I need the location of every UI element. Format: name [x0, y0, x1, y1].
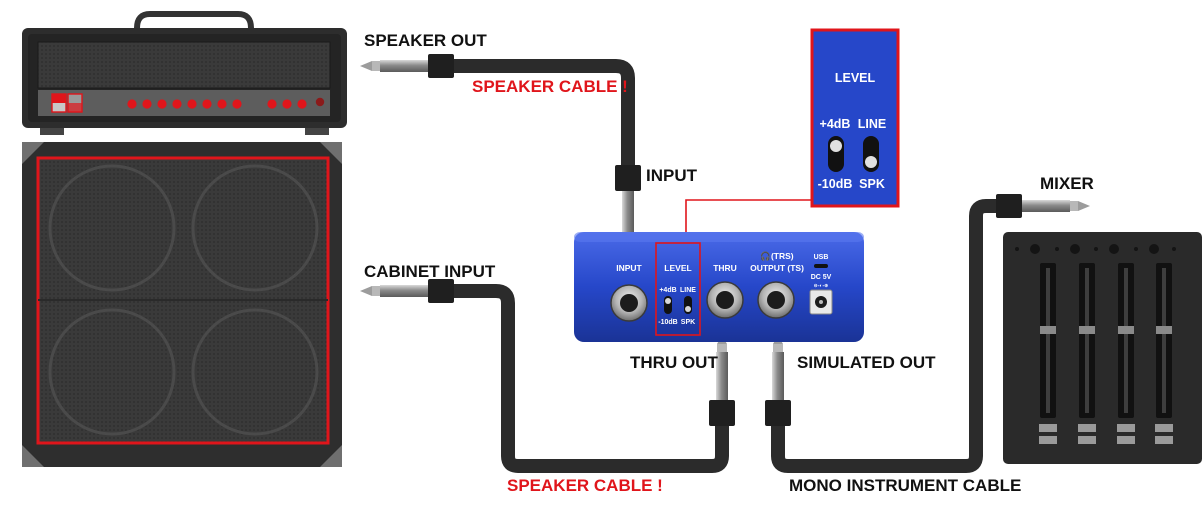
label-speaker-cable-bottom: SPEAKER CABLE !	[507, 476, 663, 495]
mixer-plug	[996, 194, 1090, 218]
pedal-minus10db: -10dB	[658, 319, 677, 326]
label-speaker-cable-top: SPEAKER CABLE !	[472, 77, 628, 96]
thru-out-plug	[709, 335, 735, 426]
pedal-output-top: 🎧(TRS)	[760, 251, 793, 261]
label-mono-instrument-cable: MONO INSTRUMENT CABLE	[789, 476, 1021, 495]
pedal-level-label: LEVEL	[664, 263, 691, 273]
speaker-cable-top	[452, 59, 635, 170]
speaker-cable-bottom	[450, 284, 729, 473]
label-mixer: MIXER	[1040, 174, 1094, 193]
inset-minus10db: -10dB	[818, 177, 853, 191]
pedal-dc-polarity: ⊖-◐-⊕	[814, 283, 829, 289]
label-input: INPUT	[646, 166, 698, 185]
simulated-out-plug	[765, 335, 791, 426]
pedal-dc-label: DC 5V	[811, 274, 832, 281]
pedal-input-label: INPUT	[616, 263, 642, 273]
label-speaker-out: SPEAKER OUT	[364, 31, 487, 50]
label-cabinet-input: CABINET INPUT	[364, 262, 496, 281]
amp-head	[22, 11, 347, 135]
pedal-usb-label: USB	[814, 254, 829, 261]
pedal-spk: SPK	[681, 319, 695, 326]
label-simulated-out: SIMULATED OUT	[797, 353, 936, 372]
pedal-line: LINE	[680, 287, 696, 294]
inset-plus4db: +4dB	[820, 117, 851, 131]
inset-spk: SPK	[859, 177, 885, 191]
pedal-output-label: OUTPUT (TS)	[750, 263, 804, 273]
mono-instrument-cable	[771, 199, 1000, 473]
pedal-device: INPUT LEVEL +4dB LINE -10dB SPK THRU 🎧(T…	[574, 232, 864, 342]
usb-port	[814, 264, 828, 268]
cabinet-input-plug	[360, 279, 454, 303]
inset-level-title: LEVEL	[835, 71, 876, 85]
level-switch-inset: LEVEL +4dB LINE -10dB SPK	[810, 28, 900, 208]
inset-line: LINE	[858, 117, 886, 131]
speaker-out-plug	[360, 54, 454, 78]
speaker-cabinet	[22, 142, 342, 467]
pedal-thru-label: THRU	[713, 263, 737, 273]
pedal-plus4db: +4dB	[659, 287, 676, 294]
label-thru-out: THRU OUT	[630, 353, 718, 372]
level-callout-line	[685, 199, 812, 243]
level-switch-highlight	[655, 242, 701, 336]
mixer-device	[1003, 232, 1202, 464]
